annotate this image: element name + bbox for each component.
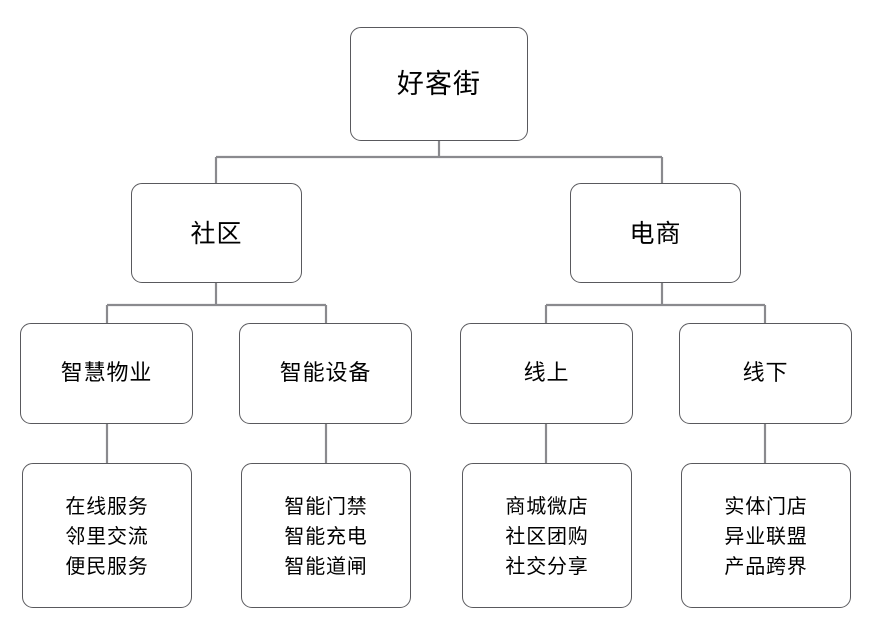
- node-ecommerce[interactable]: 电商: [570, 183, 741, 283]
- node-community[interactable]: 社区: [131, 183, 302, 283]
- node-offline[interactable]: 线下: [679, 323, 852, 424]
- leaf-line-1: 智能门禁: [284, 493, 368, 518]
- node-community-label: 社区: [190, 218, 243, 248]
- leaf-line-2: 社区团购: [505, 523, 589, 548]
- node-leaf-offline-channels[interactable]: 实体门店 异业联盟 产品跨界: [681, 463, 851, 608]
- node-root-label: 好客街: [396, 68, 482, 100]
- leaf-line-3: 社交分享: [505, 553, 589, 578]
- node-smart-device-label: 智能设备: [279, 360, 372, 386]
- node-smart-property[interactable]: 智慧物业: [20, 323, 193, 424]
- leaf-line-3: 产品跨界: [724, 553, 808, 578]
- node-online[interactable]: 线上: [460, 323, 633, 424]
- leaf-line-1: 在线服务: [65, 493, 149, 518]
- node-smart-property-label: 智慧物业: [60, 360, 153, 386]
- leaf-line-2: 邻里交流: [65, 523, 149, 548]
- node-leaf-smart-device-features[interactable]: 智能门禁 智能充电 智能道闸: [241, 463, 411, 608]
- leaf-line-1: 商城微店: [505, 493, 589, 518]
- node-leaf-community-services[interactable]: 在线服务 邻里交流 便民服务: [22, 463, 192, 608]
- leaf-line-2: 异业联盟: [724, 523, 808, 548]
- node-root-haokejie[interactable]: 好客街: [350, 27, 528, 141]
- leaf-line-2: 智能充电: [284, 523, 368, 548]
- node-smart-device[interactable]: 智能设备: [239, 323, 412, 424]
- node-online-label: 线上: [523, 360, 570, 386]
- leaf-line-3: 智能道闸: [284, 553, 368, 578]
- node-offline-label: 线下: [742, 360, 789, 386]
- node-ecommerce-label: 电商: [629, 218, 682, 248]
- leaf-line-1: 实体门店: [724, 493, 808, 518]
- node-leaf-online-channels[interactable]: 商城微店 社区团购 社交分享: [462, 463, 632, 608]
- leaf-line-3: 便民服务: [65, 553, 149, 578]
